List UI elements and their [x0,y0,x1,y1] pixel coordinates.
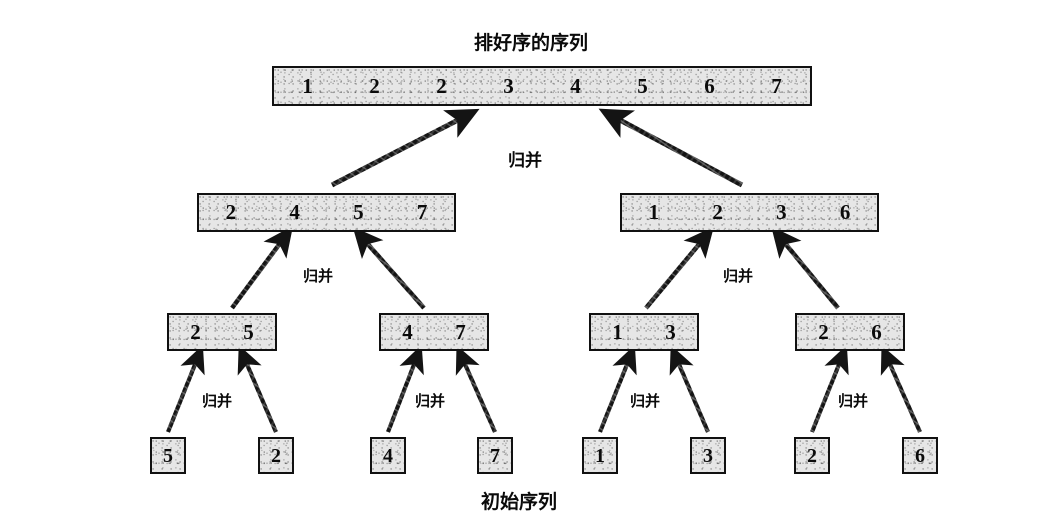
page-title: 排好序的序列 [474,32,589,54]
level3-cell: 2 [818,319,829,344]
leaf-cell: 1 [595,444,605,467]
sorted-cell: 6 [704,73,715,98]
merge-label-leaf-4: 归并 [838,392,869,410]
level2-cell: 4 [289,200,300,224]
level3-cell: 5 [243,319,254,344]
level2-cell: 5 [353,200,364,224]
arrow-merge-top-right [598,108,744,188]
arrow-merge-leaf-4-b [880,345,922,433]
arrow-merge-l2-right-b [771,226,840,310]
merge-label-leaf-2: 归并 [415,392,446,410]
arrow-merge-leaf-4-a [810,344,849,433]
sorted-cell: 7 [771,73,782,98]
leaf-box-8: 6 [902,437,938,474]
arrow-merge-leaf-2-a [386,344,424,433]
merge-label-leaf-3: 归并 [630,392,661,410]
arrow-merge-leaf-3-b [669,345,710,433]
level3-cell: 7 [455,319,466,344]
arrow-merge-leaf-1-b [237,345,278,433]
leaf-box-5: 1 [582,437,618,474]
level2-cell: 3 [776,200,787,224]
level2-cell: 6 [839,200,851,224]
bottom-caption: 初始序列 [481,491,558,513]
sorted-cell: 4 [570,73,581,98]
sorted-cell: 2 [436,73,447,98]
level2-array-left: 2 4 5 7 [197,193,456,232]
merge-label-level2-left: 归并 [303,267,334,285]
arrow-merge-top-left [330,108,480,188]
level3-cell: 4 [402,319,413,344]
sorted-cell: 1 [302,73,313,98]
leaf-box-1: 5 [150,437,186,474]
level3-cell: 6 [871,319,882,344]
leaf-cell: 3 [703,444,713,467]
leaf-cell: 6 [915,444,925,467]
level3-pair-4: 2 6 [795,313,905,351]
merge-label-level2-right: 归并 [723,267,754,285]
arrow-merge-leaf-2-b [455,345,497,433]
arrow-merge-leaf-3-a [598,344,637,433]
arrow-merge-l2-left-a [230,225,294,310]
level3-cell: 3 [665,319,676,344]
level3-cell: 1 [612,319,623,344]
leaf-box-2: 2 [258,437,294,474]
merge-label-leaf-1: 归并 [202,392,233,410]
level3-pair-3: 1 3 [589,313,699,351]
leaf-cell: 7 [490,444,500,467]
level2-cell: 7 [416,200,428,224]
leaf-cell: 2 [271,444,281,467]
level3-pair-2: 4 7 [379,313,489,351]
level2-cell: 2 [225,200,237,224]
level3-pair-1: 2 5 [167,313,277,351]
leaf-cell: 5 [163,444,173,467]
leaf-cell: 2 [807,444,817,467]
leaf-box-7: 2 [794,437,830,474]
sorted-cell: 3 [503,73,514,98]
leaf-box-3: 4 [370,437,406,474]
arrow-merge-l2-left-b [352,226,426,310]
arrow-merge-l2-right-a [644,226,714,310]
sorted-cell: 5 [637,73,648,98]
leaf-box-6: 3 [690,437,726,474]
level2-cell: 1 [648,200,660,224]
arrow-merge-leaf-1-a [166,344,205,433]
sorted-cell: 2 [369,73,380,98]
merge-label-top: 归并 [508,151,542,171]
level2-cell: 2 [712,200,723,224]
leaf-cell: 4 [383,444,393,467]
sorted-array-box: 1 2 2 3 4 5 6 7 [272,66,812,106]
level3-cell: 2 [190,319,201,344]
level2-array-right: 1 2 3 6 [620,193,879,232]
leaf-box-4: 7 [477,437,513,474]
